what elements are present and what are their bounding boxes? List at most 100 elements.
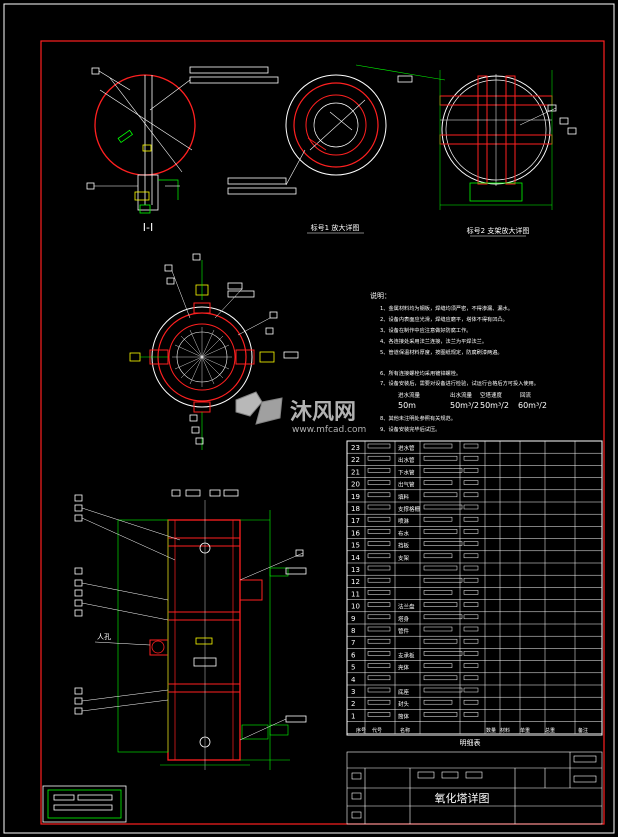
note-9: 9、设备安装完毕后试压。 [380,425,440,433]
bom-row-number: 14 [351,554,360,562]
bom-row-spec-box [423,712,458,717]
drawing-title: 氧化塔详图 [435,791,490,805]
watermark-url: www.mfcad.com [292,425,366,435]
bom-row-spec-box [423,602,458,607]
bom-row-qty-box [463,516,479,522]
bom-row-code-box [367,577,391,583]
notes-table-v1: 50m [398,401,416,410]
notes-table-v3: 50m³/2 [480,401,509,410]
bom-row-spec-box [423,492,458,498]
bom-row-qty-box [463,577,479,583]
bom-row-code-box [367,504,391,510]
stamp-box [42,785,127,823]
bom-row-code-box [367,516,391,522]
bom-row-code-box [367,492,391,498]
bom-row-qty-box [463,565,479,571]
bom-row-qty-box [463,504,479,510]
notes-table-v2: 50m³/2 [450,401,479,410]
bom-row-name: 挡板 [398,542,410,550]
bom-row-code-box [367,565,391,571]
bom-row-code-box [367,614,391,620]
view-section-i-label: I-I [143,221,153,234]
bom-row-spec-box [423,577,463,583]
bom-col-material: 材料 [500,727,510,734]
bom-row-number: 7 [351,639,355,647]
bom-row-qty-box [463,455,479,461]
bom-row-name: 布水 [398,529,410,537]
bom-row-qty-box [463,480,479,485]
bom-row-qty-box [463,675,479,681]
view-elevation: 人孔 [74,489,307,770]
bom-row-number: 12 [351,578,360,586]
bom-row-name: 喷淋 [398,517,410,525]
bom-row-number: 19 [351,493,360,501]
bom-row-qty-box [463,529,479,534]
bom-row-name: 底座 [398,688,410,696]
note-8: 8、其他未注明处参照有关规范。 [380,414,456,422]
bom-footer-label: 明细表 [460,738,481,747]
note-7: 7、设备安装后，需要对设备进行检验，试运行合格后方可投入使用。 [380,379,539,387]
bom-row-name: 出水管 [398,456,415,464]
outer-border [3,3,615,834]
bom-row-spec-box [423,638,458,644]
bom-row-code-box [367,712,391,717]
notes-heading: 说明： [370,291,391,300]
bom-row-number: 9 [351,615,355,623]
bom-row-name: 出气管 [398,481,415,489]
bom-row-code-box [367,590,391,595]
bom-row-code-box [367,480,391,485]
bom-row-number: 13 [351,566,360,574]
bom-row-code-box [367,602,391,607]
bom-row-name: 支承板 [398,651,415,659]
bom-row-spec-box [423,553,453,559]
bom-row-name: 填料 [398,493,410,501]
bom-row-name: 下水管 [398,468,415,476]
bom-row-code-box [367,553,391,559]
view-section-i: I-I [86,66,279,234]
notes-table-v4: 60m³/2 [518,401,547,410]
bom-row-spec-box [423,687,463,693]
bom-row-code-box [367,541,391,546]
bom-row-number: 18 [351,505,360,513]
bom-row-code-box [367,626,391,632]
bom-row-qty-box [463,614,479,620]
bom-row-number: 16 [351,529,360,537]
bom-row-number: 22 [351,456,360,464]
bom-row-code-box [367,687,391,693]
view-detail-2-label: 标号2 支架放大详图 [467,226,530,235]
bom-row-spec-box [423,455,458,461]
manhole-label: 人孔 [97,633,111,641]
bom-row-spec-box [423,614,463,620]
bom-row-number: 4 [351,676,356,684]
watermark-logo-icon [235,391,283,425]
note-5: 5、管道保温材料厚度，按图纸规定，防腐刷漆两遍。 [380,348,503,356]
bom-row-qty-box [463,699,479,705]
bom-row-code-box [367,529,391,534]
notes-table-h2: 出水流量 [450,391,473,399]
bom-row-code-box [367,455,391,461]
bom-row-qty-box [463,492,479,498]
bom-row-spec-box [423,504,463,510]
view-detail-1-label: 标号1 放大详图 [311,223,360,232]
bom-row-name: 管件 [398,627,410,635]
bom-row-spec-box [423,675,458,681]
bom-row-number: 10 [351,603,360,611]
bom-row-number: 5 [351,664,355,672]
bom-row-code-box [367,468,391,473]
bom-row-spec-box [423,480,453,485]
bom-col-total-weight: 总重 [545,727,555,734]
bom-col-unit-weight: 单重 [520,727,530,734]
bom-row-number: 3 [351,688,355,696]
bom-col-remark: 备注 [578,727,588,734]
bom-row-qty-box [463,663,479,668]
bom-row-qty-box [463,638,479,644]
bom-row-number: 23 [351,444,360,452]
view-detail-1: 标号1 放大详图 [227,64,446,234]
bom-col-code: 代号 [372,727,382,734]
bom-row-qty-box [463,602,479,607]
title-block [346,751,603,825]
bom-row-name: 支架 [398,554,410,562]
bom-row-qty-box [463,541,479,546]
